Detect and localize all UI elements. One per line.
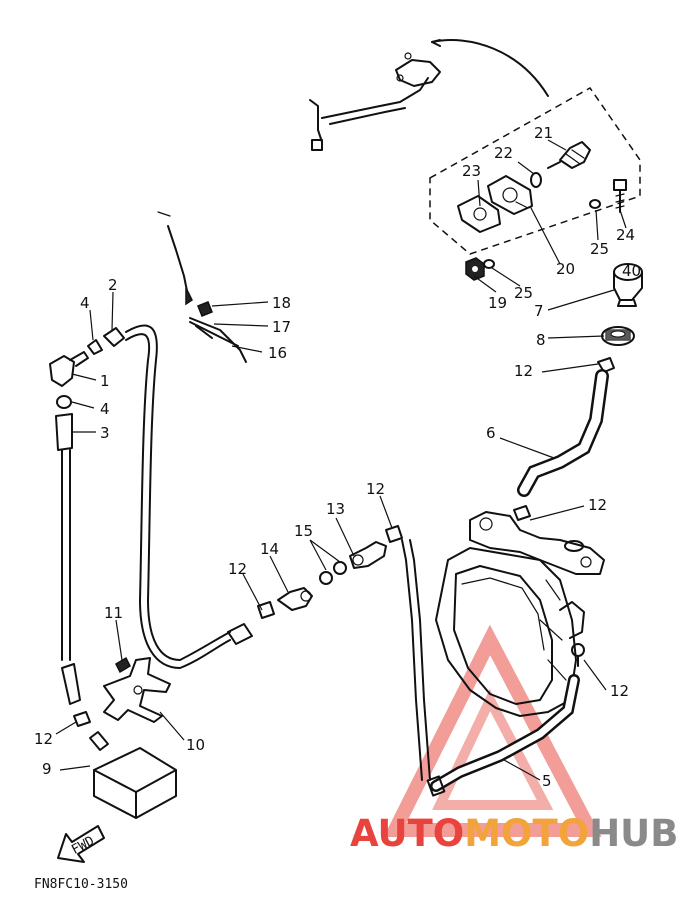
part-23-gasket (457, 195, 501, 233)
jet-pump-housing (435, 511, 605, 717)
part-4-clamp-lower (56, 395, 72, 409)
part-24-bolt (613, 179, 627, 213)
part-9-filter (89, 731, 177, 819)
left-long-hose (125, 324, 231, 661)
part-19-nut (465, 257, 485, 281)
part-8-seal (601, 326, 635, 346)
part-25-washer-b (483, 259, 495, 269)
callout-25-right: 25 (590, 240, 609, 258)
callout-12-left: 12 (34, 730, 53, 748)
watermark-hub: HUB (589, 812, 678, 855)
part-21-fitting (547, 141, 591, 169)
vertical-hose-right (401, 539, 423, 781)
callout-23: 23 (462, 162, 481, 180)
clamp-12-pump (513, 505, 531, 521)
callout-16: 16 (268, 344, 287, 362)
callout-14: 14 (260, 540, 279, 558)
callout-10: 10 (186, 736, 205, 754)
part-25-washer-a (589, 199, 601, 209)
svg-text:40: 40 (622, 262, 641, 280)
callout-12-right-mid: 12 (588, 496, 607, 514)
callout-13: 13 (326, 500, 345, 518)
callout-9: 9 (42, 760, 52, 778)
callout-12-right-top: 12 (514, 362, 533, 380)
callout-2: 2 (108, 276, 118, 294)
fwd-label: FWD (69, 834, 97, 858)
callout-25-left: 25 (514, 284, 533, 302)
callout-12-upper: 12 (366, 480, 385, 498)
part-2-connector (103, 327, 125, 347)
callout-19: 19 (488, 294, 507, 312)
part-3-sleeve (55, 413, 73, 451)
dashed-group-box (429, 87, 641, 255)
watermark-moto: MOTO (464, 812, 589, 855)
callout-21: 21 (534, 124, 553, 142)
callout-1: 1 (100, 372, 110, 390)
callout-12-right-low: 12 (610, 682, 629, 700)
part-4-clamp-top (87, 339, 103, 355)
callout-24: 24 (616, 226, 635, 244)
part-11-bolt (115, 656, 131, 674)
callout-4-lower: 4 (100, 400, 110, 418)
part-7-cap: 40 (613, 262, 643, 307)
leader-lines (55, 139, 627, 781)
callout-12-mid: 12 (228, 560, 247, 578)
callout-8: 8 (536, 331, 546, 349)
callout-18: 18 (272, 294, 291, 312)
callout-11: 11 (104, 604, 123, 622)
svg-text:AUTOMOTOHUB: AUTOMOTOHUB (350, 812, 678, 855)
top-linkage (309, 39, 549, 151)
callout-6: 6 (486, 424, 496, 442)
callout-4-top: 4 (80, 294, 90, 312)
callout-20: 20 (556, 260, 575, 278)
callout-15: 15 (294, 522, 313, 540)
callout-17: 17 (272, 318, 291, 336)
callout-3: 3 (100, 424, 110, 442)
callout-labels: 1 2 3 4 4 5 6 7 8 9 10 11 12 12 12 12 12… (34, 124, 635, 790)
part-20-plate (487, 175, 533, 215)
clamp-12-top (597, 357, 615, 373)
callout-5: 5 (542, 772, 552, 790)
callout-22: 22 (494, 144, 513, 162)
part-10-bracket (103, 657, 171, 723)
part-22-oring (530, 172, 542, 188)
clamp-12-left (73, 711, 91, 727)
part-1-elbow (49, 351, 89, 387)
fwd-arrow: FWD (57, 825, 105, 863)
callout-7: 7 (534, 302, 544, 320)
watermark-logo: AUTOMOTOHUB (350, 812, 678, 855)
parts-16-18-cable (157, 211, 247, 363)
watermark-triangle (383, 624, 602, 837)
figure-code: FN8FC10-3150 (34, 877, 128, 892)
watermark-auto: AUTO (350, 812, 464, 855)
